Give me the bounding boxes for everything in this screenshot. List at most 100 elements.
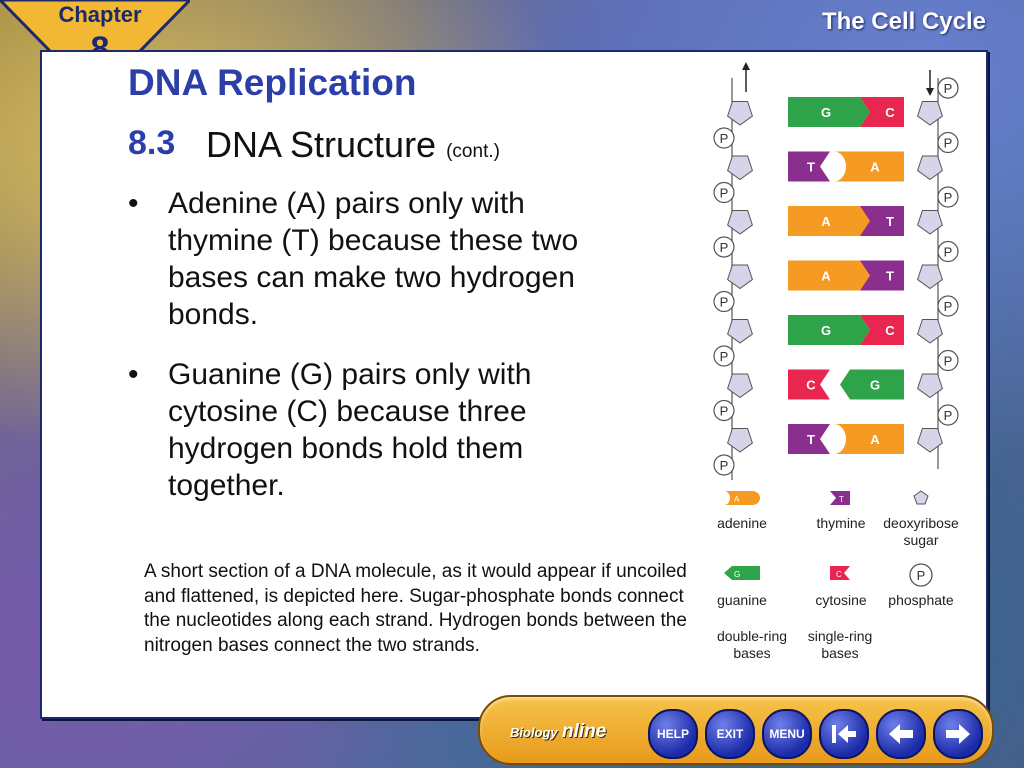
left-sugar bbox=[727, 101, 753, 126]
left-sugar bbox=[727, 428, 753, 453]
chapter-tab: Chapter 8 bbox=[0, 0, 193, 100]
base-letter: T bbox=[886, 214, 894, 229]
legend-deoxyribose: deoxyribose sugar bbox=[883, 515, 959, 548]
bullet-symbol: • bbox=[128, 187, 139, 220]
first-slide-button[interactable] bbox=[819, 709, 869, 759]
left-phosphate-icon bbox=[713, 181, 735, 204]
chapter-label: Chapter bbox=[58, 2, 142, 27]
base-letter: C bbox=[885, 105, 895, 120]
left-phosphate-icon bbox=[713, 236, 735, 258]
right-phosphate-icon-label: P bbox=[944, 190, 953, 205]
adenine-legend-icon: A bbox=[724, 491, 760, 505]
base-letter: A bbox=[821, 214, 831, 229]
right-phosphate-icon-label: P bbox=[944, 245, 953, 260]
left-sugar bbox=[727, 210, 753, 235]
right-phosphate-icon bbox=[937, 404, 959, 426]
forward-button[interactable] bbox=[933, 709, 983, 759]
base-letter: T bbox=[886, 269, 894, 284]
adenine-legend-letter: A bbox=[734, 495, 740, 504]
base-letter: C bbox=[885, 323, 895, 338]
left-phosphate-icon-label: P bbox=[720, 404, 729, 419]
base-letter: G bbox=[821, 323, 831, 338]
menu-button[interactable]: MENU bbox=[762, 709, 812, 759]
base-letter: T bbox=[807, 432, 815, 447]
right-sugar bbox=[917, 373, 943, 399]
right-phosphate-icon bbox=[937, 186, 959, 208]
bullet-item: • Guanine (G) pairs only with cytosine (… bbox=[128, 356, 598, 504]
left-sugar bbox=[727, 264, 753, 290]
back-arrow-icon bbox=[889, 724, 913, 744]
left-sugar bbox=[727, 155, 753, 181]
left-sugar bbox=[727, 373, 753, 399]
right-arrow-head-icon bbox=[926, 88, 934, 96]
right-phosphate-icon bbox=[937, 131, 959, 154]
slide-title: DNA Replication bbox=[128, 62, 417, 103]
base-letter: G bbox=[870, 378, 880, 393]
legend-thymine: thymine bbox=[816, 515, 866, 531]
bullet-text: Guanine (G) pairs only with cytosine (C)… bbox=[168, 358, 532, 502]
sugar-legend-icon bbox=[913, 490, 929, 505]
right-sugar bbox=[917, 210, 943, 235]
legend-adenine: adenine bbox=[717, 515, 767, 531]
right-phosphate-icon-label: P bbox=[944, 299, 953, 314]
base-t bbox=[788, 424, 830, 454]
base-a bbox=[788, 206, 872, 236]
right-sugar bbox=[917, 101, 943, 126]
navigation-bar: Biology nline HELP EXIT MENU bbox=[478, 695, 994, 765]
base-letter: C bbox=[806, 378, 816, 393]
base-a bbox=[788, 260, 872, 291]
back-button[interactable] bbox=[876, 709, 926, 759]
right-phosphate-icon bbox=[937, 240, 959, 263]
left-phosphate-icon-label: P bbox=[720, 131, 729, 146]
base-g bbox=[788, 315, 870, 345]
base-g bbox=[788, 97, 870, 127]
bullet-item: • Adenine (A) pairs only with thymine (T… bbox=[128, 185, 598, 333]
left-phosphate-icon-label: P bbox=[720, 349, 729, 364]
guanine-legend-letter: G bbox=[734, 570, 740, 579]
logo-biology-text: Biology bbox=[510, 725, 558, 740]
dna-diagram: PPGCPPTAPPATPPATPPGCPPCGPPTAP bbox=[713, 62, 959, 480]
section-title: DNA Structure (cont.) bbox=[206, 124, 500, 166]
left-phosphate-icon bbox=[713, 290, 735, 313]
biology-online-logo[interactable]: Biology nline bbox=[510, 715, 640, 749]
legend-guanine: guanine bbox=[717, 592, 767, 608]
left-arrow-head-icon bbox=[742, 62, 750, 70]
help-button[interactable]: HELP bbox=[648, 709, 698, 759]
base-letter: A bbox=[870, 160, 880, 175]
logo-online-text: nline bbox=[562, 721, 607, 742]
phosphate-legend-letter: P bbox=[917, 568, 926, 583]
left-phosphate-icon-label: P bbox=[720, 186, 729, 201]
left-phosphate-icon-label: P bbox=[720, 458, 729, 473]
base-letter: A bbox=[821, 269, 831, 284]
figure-caption: A short section of a DNA molecule, as it… bbox=[144, 561, 687, 656]
guanine-legend-icon: G bbox=[724, 566, 760, 580]
right-sugar bbox=[917, 155, 943, 181]
first-slide-icon bbox=[832, 725, 856, 743]
cytosine-legend-letter: C bbox=[836, 570, 842, 579]
thymine-legend-letter: T bbox=[839, 495, 844, 504]
left-phosphate-icon-label: P bbox=[720, 240, 729, 255]
base-letter: A bbox=[870, 432, 880, 447]
base-t bbox=[860, 206, 904, 236]
base-c bbox=[788, 369, 830, 400]
slide-panel bbox=[40, 50, 988, 719]
forward-arrow-icon bbox=[946, 724, 970, 744]
section-suffix: (cont.) bbox=[446, 141, 500, 162]
left-phosphate-icon bbox=[713, 454, 735, 476]
topic-title: The Cell Cycle bbox=[821, 8, 986, 35]
right-phosphate-icon bbox=[937, 349, 959, 372]
right-phosphate-icon-label: P bbox=[944, 408, 953, 423]
chapter-tab-shape bbox=[0, 0, 193, 100]
base-c bbox=[860, 315, 904, 345]
right-phosphate-icon bbox=[937, 295, 959, 317]
base-g bbox=[840, 369, 904, 400]
left-sugar bbox=[727, 319, 753, 344]
base-letter: G bbox=[821, 105, 831, 120]
exit-button[interactable]: EXIT bbox=[705, 709, 755, 759]
base-t bbox=[860, 260, 904, 291]
right-sugar bbox=[917, 264, 943, 290]
right-phosphate-icon-label: P bbox=[944, 354, 953, 369]
base-t bbox=[788, 151, 830, 182]
legend-phosphate: phosphate bbox=[888, 592, 954, 608]
base-a bbox=[834, 424, 904, 454]
